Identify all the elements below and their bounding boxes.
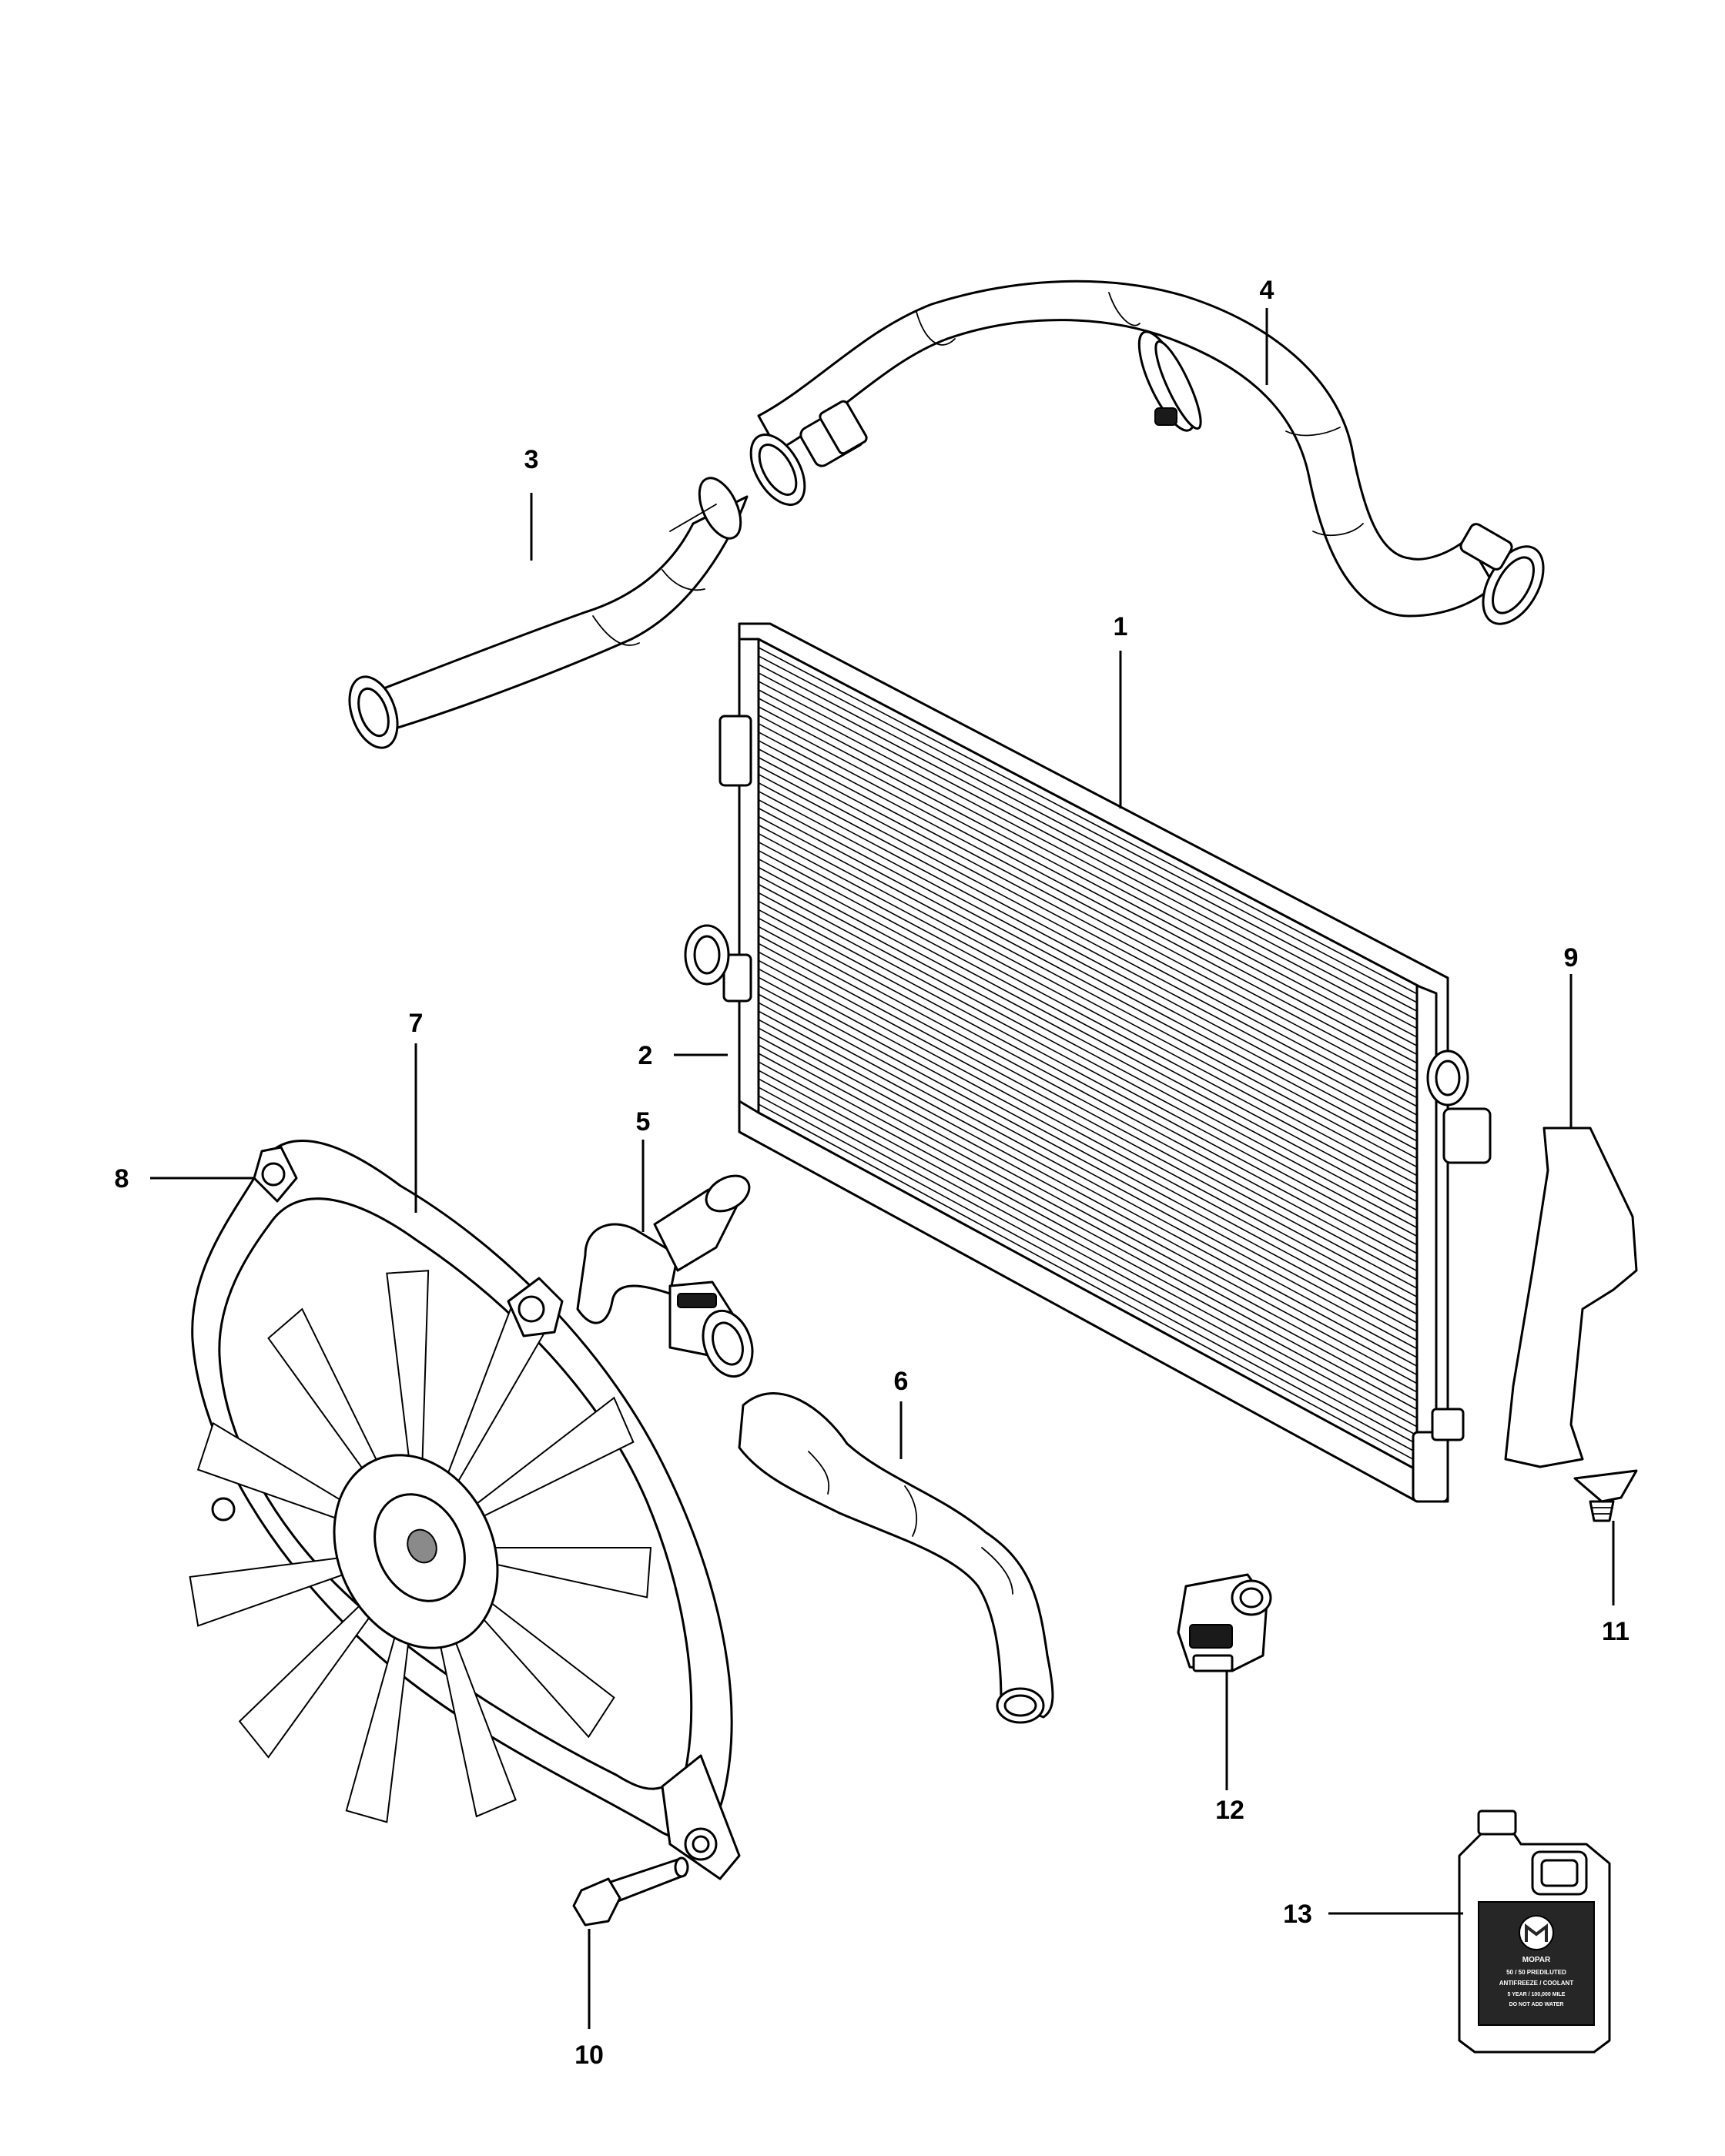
sensor xyxy=(1177,1573,1272,1672)
callout-9: 9 xyxy=(1564,943,1579,973)
callout-4: 4 xyxy=(1260,276,1274,305)
callout-1: 1 xyxy=(1114,612,1128,641)
short-radiator-hose xyxy=(348,477,749,749)
push-pin xyxy=(1573,1469,1638,1522)
callout-11: 11 xyxy=(1602,1617,1630,1646)
leader-lines xyxy=(150,308,1615,2029)
callout-2: 2 xyxy=(638,1041,653,1070)
callout-3: 3 xyxy=(524,445,539,474)
callout-12: 12 xyxy=(1215,1796,1244,1825)
callout-labels: 1 2 3 4 5 6 7 8 9 11 12 10 13 xyxy=(115,276,1630,2070)
lower-hose-connector xyxy=(576,1174,754,1378)
radiator xyxy=(684,622,1492,1503)
fan-mounting-bolt xyxy=(572,1856,689,1927)
coolant-jug: MOPAR 50 / 50 PREDILUTED ANTIFREEZE / CO… xyxy=(1458,1810,1611,2054)
jug-brand: MOPAR xyxy=(1522,1956,1551,1964)
callout-6: 6 xyxy=(894,1367,909,1396)
upper-radiator-hose xyxy=(749,280,1545,625)
jug-line-3: 5 YEAR / 100,000 MILE xyxy=(1508,1992,1566,1997)
callout-7: 7 xyxy=(409,1009,424,1038)
cooling-fan-assembly xyxy=(189,1140,741,1880)
callout-10: 10 xyxy=(574,2040,604,2070)
lower-radiator-hose xyxy=(738,1392,1054,1724)
air-deflector xyxy=(1504,1127,1638,1468)
jug-line-2: ANTIFREEZE / COOLANT xyxy=(1499,1980,1574,1987)
callout-13: 13 xyxy=(1283,1900,1312,1929)
jug-line-4: DO NOT ADD WATER xyxy=(1509,2002,1564,2007)
callout-8: 8 xyxy=(115,1164,129,1194)
jug-line-1: 50 / 50 PREDILUTED xyxy=(1506,1969,1566,1976)
radiator-fins xyxy=(758,647,1433,1471)
callout-5: 5 xyxy=(636,1107,651,1137)
